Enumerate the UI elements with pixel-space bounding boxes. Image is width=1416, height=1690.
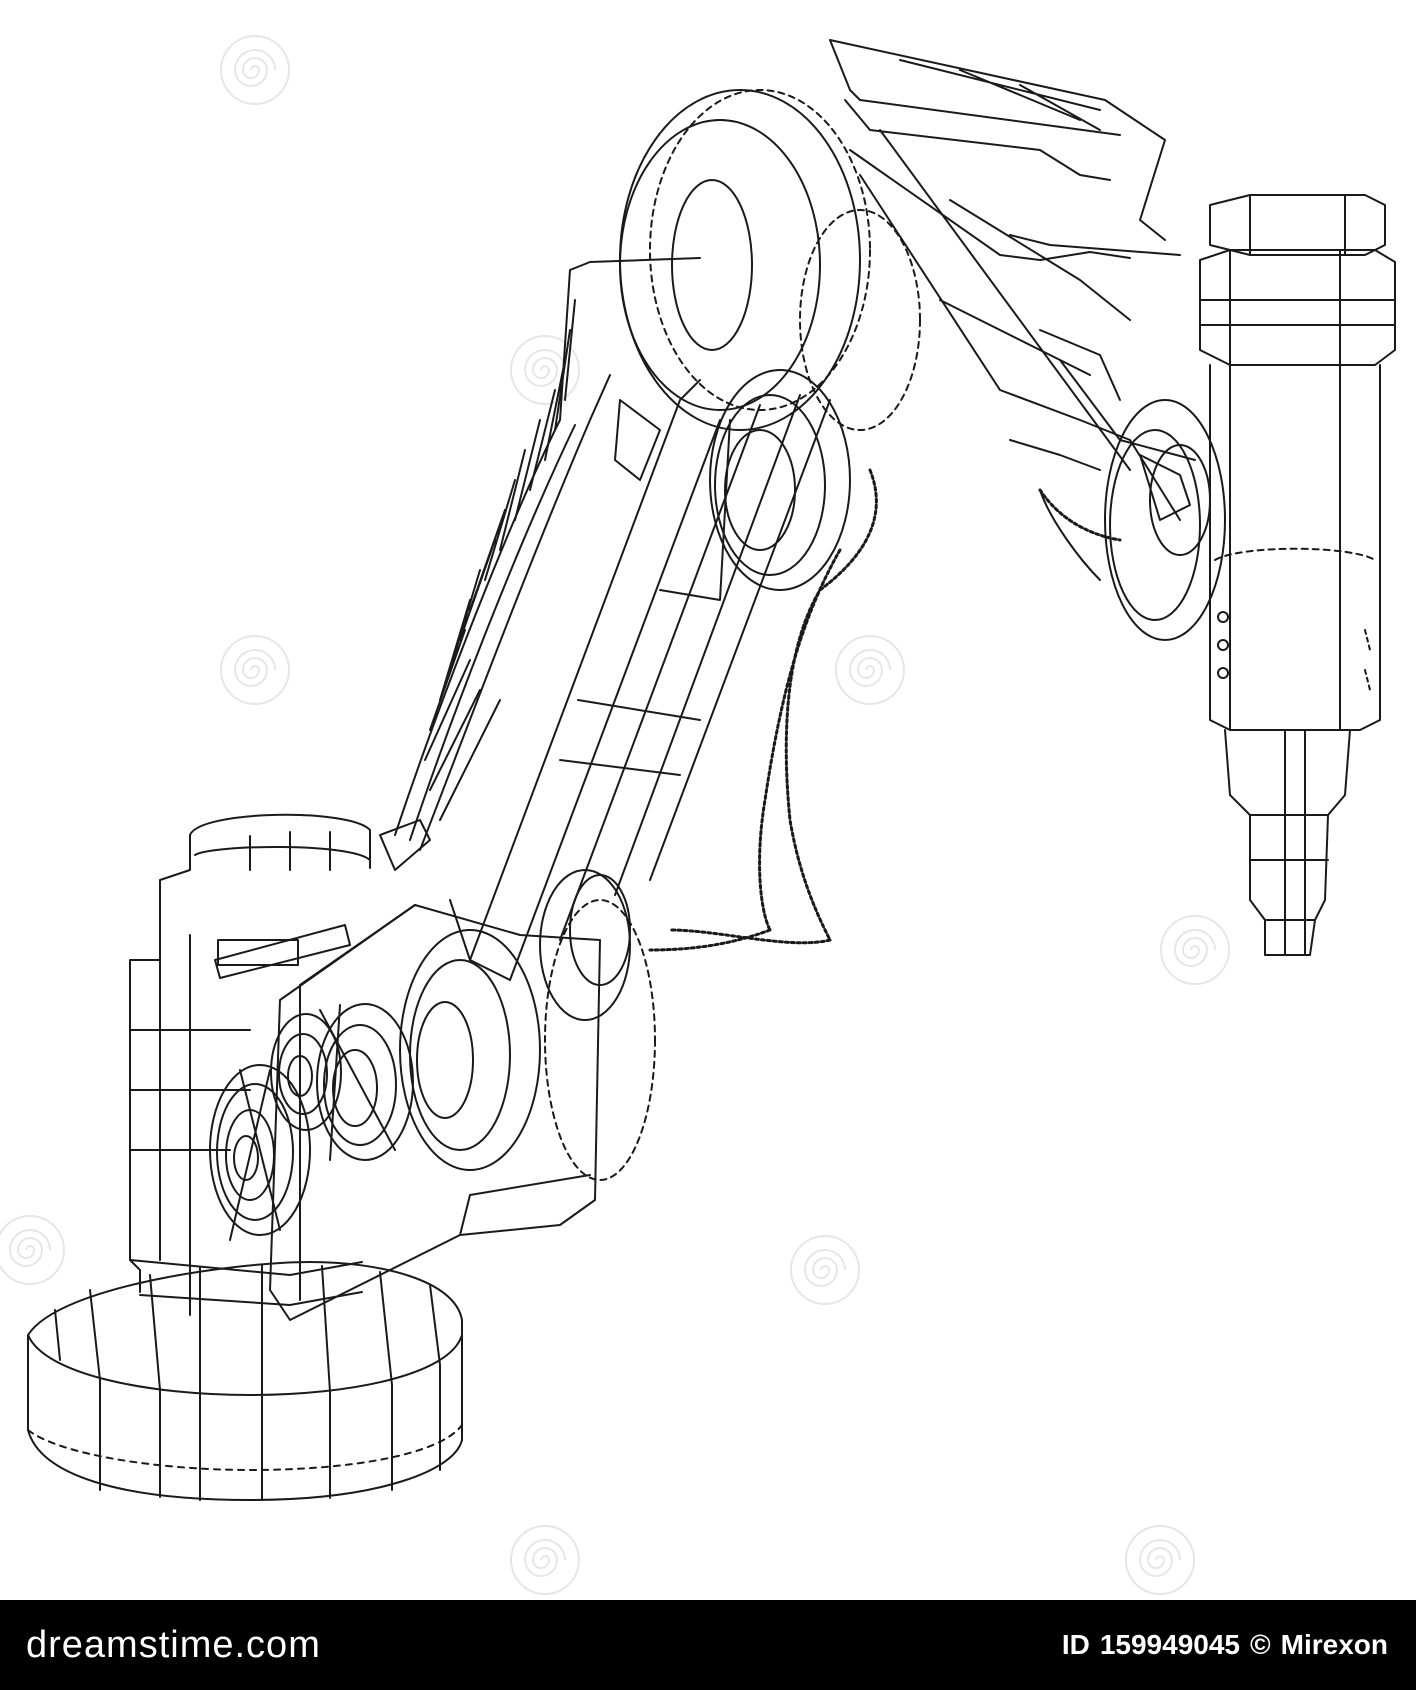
robot-spindle-tool [1199, 194, 1396, 956]
robot-gears [209, 1003, 414, 1241]
stock-image-artwork [0, 35, 1396, 1595]
spiral-watermark-icon [0, 35, 1230, 1595]
robot-column [129, 813, 371, 1316]
robot-cable-chain [648, 468, 1122, 952]
id-label: ID [1061, 1629, 1090, 1660]
robotic-arm-wireframe-drawing [0, 35, 1396, 1595]
copyright-symbol: © [1250, 1629, 1271, 1660]
robot-elbow-joint [619, 89, 921, 591]
author-name: Mirexon [1280, 1629, 1388, 1660]
robot-forearm [829, 39, 1196, 521]
robot-base-disc [27, 1261, 463, 1501]
footer-bar: dreamstime.com ID 159949045 © Mirexon [0, 1600, 1416, 1690]
dreamstime-logo: dreamstime.com [26, 1624, 321, 1667]
robot-lower-joint [214, 819, 656, 1321]
robot-upper-arm [394, 257, 831, 981]
logo-text: dreamstime.com [26, 1623, 321, 1666]
image-credit: ID 159949045 © Mirexon [1062, 1629, 1388, 1661]
image-id: 159949045 [1099, 1629, 1240, 1660]
